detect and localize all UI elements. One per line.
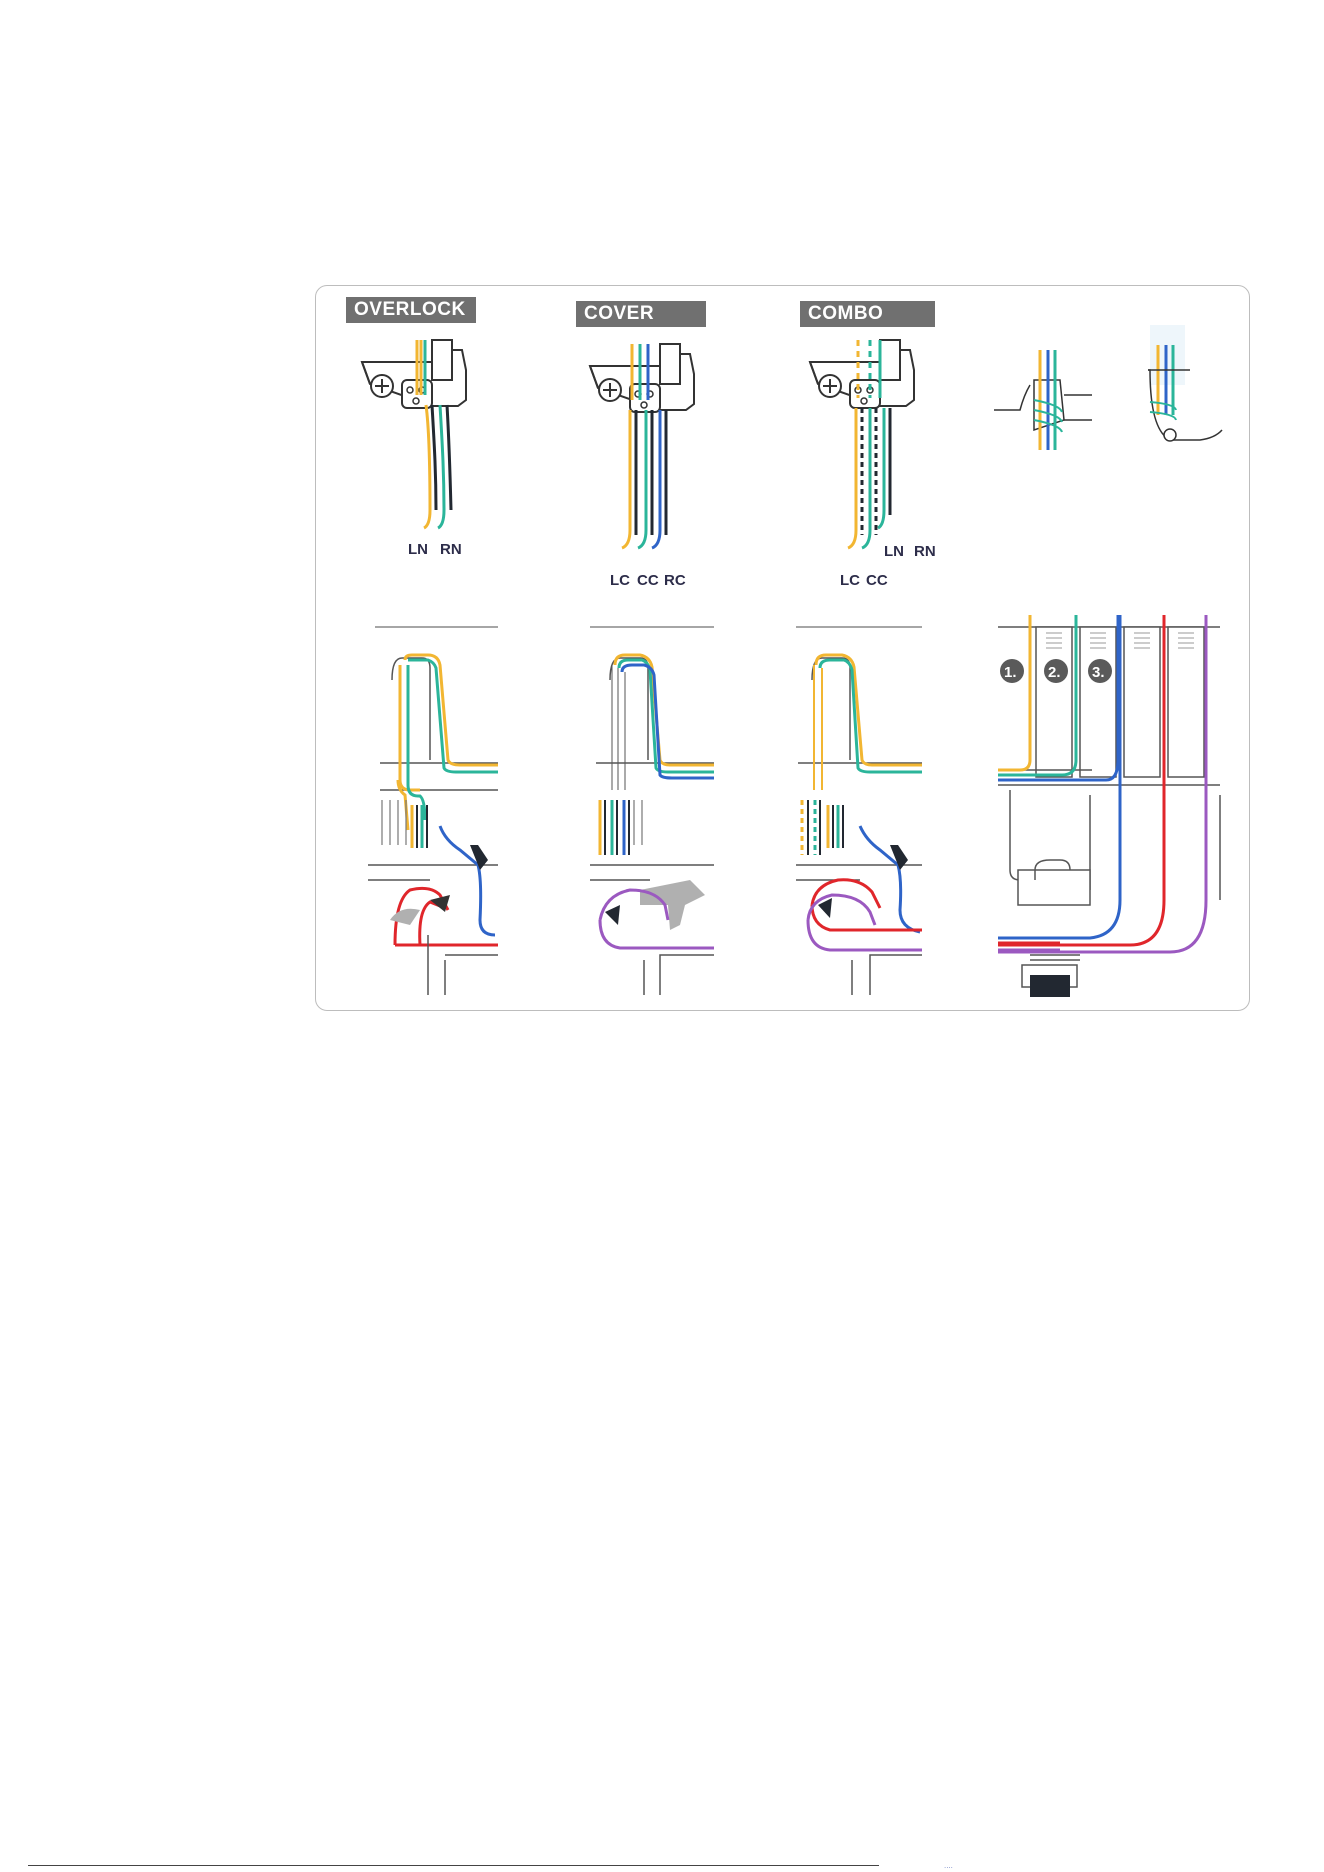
overlock-needle-clamp (362, 340, 466, 408)
combo-threading-path (796, 627, 922, 995)
overlock-threading-path (368, 627, 498, 995)
cover-label-cc: CC (637, 572, 659, 589)
looper-guide-detail-1 (994, 350, 1092, 450)
looper-guide-detail-2 (1148, 325, 1222, 441)
cover-label-lc: LC (610, 572, 630, 589)
combo-label-rn: RN (914, 543, 936, 560)
overlock-label-rn: RN (440, 541, 462, 558)
combo-needle-clamp (810, 340, 914, 408)
step-2-label: 2. (1048, 664, 1061, 681)
footer-page-mark: .... (944, 1861, 953, 1870)
footer-rule (28, 1865, 879, 1866)
cover-needle-clamp (590, 344, 694, 412)
step-1-label: 1. (1004, 664, 1017, 681)
combo-label-cc: CC (866, 572, 888, 589)
combo-label-lc: LC (840, 572, 860, 589)
cover-threading-path (590, 627, 714, 995)
step-3-label: 3. (1092, 664, 1105, 681)
thread-tension-overview (998, 615, 1220, 997)
cover-label-rc: RC (664, 572, 686, 589)
combo-label-ln: LN (884, 543, 904, 560)
overlock-label-ln: LN (408, 541, 428, 558)
threading-illustration: LN RN LC CC RC LN RN LC CC 1. 2. 3. (0, 0, 1324, 1100)
